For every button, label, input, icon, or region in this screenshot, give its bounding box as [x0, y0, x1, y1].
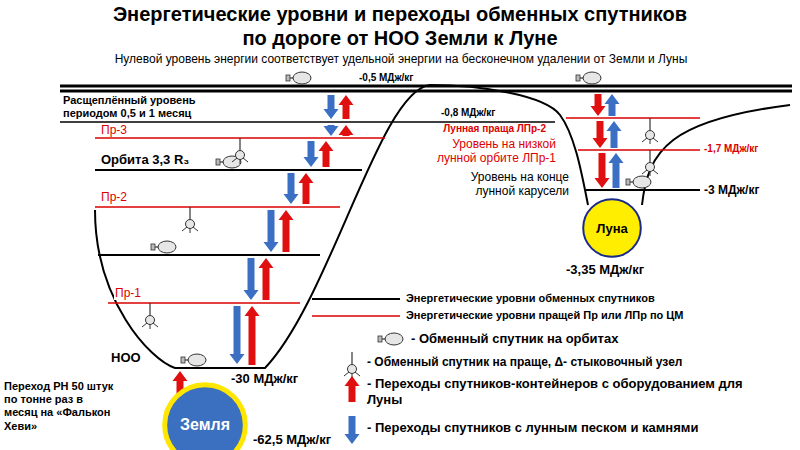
equipment-transfer-arrow	[299, 173, 314, 204]
legend-text: - Обменный спутник на праще, Δ- стыковоч…	[366, 355, 683, 369]
legend-text: - Переходы спутников с лунным песком и к…	[366, 420, 699, 436]
energy-value: -1,7 МДж/кг	[703, 143, 760, 155]
level-label: Расщеплённый уровень	[62, 94, 197, 107]
sand-transfer-arrow	[284, 173, 299, 204]
sand-transfer-arrow	[244, 258, 259, 300]
equipment-transfer-arrow	[339, 125, 354, 136]
legend-text: - Обменный спутник на орбитах	[410, 331, 619, 347]
lunar-sling-label: Лунная праща ЛПр-2	[435, 123, 547, 135]
sand-transfer-arrow	[607, 121, 622, 148]
equipment-transfer-arrow	[259, 258, 274, 300]
energy-value: -30 МДж/кг	[230, 371, 299, 387]
orbit-label: НОО	[110, 350, 142, 366]
subtitle-note: Нулевой уровень энергии соответствует уд…	[50, 52, 752, 66]
equipment-transfer-arrow	[319, 141, 334, 167]
sling-level-label: Пр-3	[100, 123, 128, 137]
equipment-transfer-arrow	[279, 210, 294, 252]
energy-value: -3 МДж/кг	[703, 183, 760, 197]
equipment-transfer-arrow	[245, 306, 260, 365]
sand-transfer-arrow	[605, 94, 620, 116]
sling-level-label: Пр-2	[100, 190, 128, 204]
circle-shape	[583, 199, 641, 257]
equipment-transfer-arrow	[593, 121, 608, 148]
circle-shape	[165, 385, 246, 450]
lunar-level-label: Уровень на конце лунной карусели	[448, 170, 570, 199]
earth-circle: Земля	[163, 383, 247, 450]
energy-value: -0,5 МДж/кг	[358, 72, 415, 84]
energy-value: -3,35 МДж/кг	[565, 262, 645, 278]
diagram-title: Энергетические уровни и переходы обменны…	[100, 2, 700, 50]
legend-text: - Переходы спутников-контейнеров с обору…	[366, 376, 768, 407]
potential-curve	[95, 85, 588, 368]
sand-transfer-arrow	[324, 95, 339, 119]
sand-transfer-arrow	[324, 125, 339, 136]
lunar-level-label: Уровень на низкой лунной орбите ЛПр-1	[423, 137, 557, 166]
sand-transfer-arrow	[609, 153, 624, 188]
equipment-transfer-arrow	[591, 94, 606, 116]
legend-text: Энергетические уровни обменных спутников	[405, 292, 656, 305]
legend-text: Энергетические уровни пращей Пр или ЛПр …	[405, 309, 685, 322]
sand-transfer-arrow	[304, 141, 319, 167]
levels	[60, 86, 792, 368]
level-label: периодом 0,5 и 1 месяц	[62, 107, 192, 120]
equipment-transfer-arrow	[339, 95, 354, 119]
node-text: Земля	[180, 416, 230, 434]
energy-value: -0,8 МДж/кг	[440, 107, 497, 119]
sling-level-label: Пр-1	[114, 286, 142, 300]
equipment-transfer-arrow	[595, 153, 610, 188]
node-text: Луна	[596, 221, 627, 236]
sand-transfer-arrow	[345, 416, 360, 444]
energy-value: -62,5 МДж/кг	[252, 432, 332, 448]
equipment-transfer-arrow	[345, 376, 360, 402]
orbit-label: Орбита 3,3 R₃	[100, 152, 190, 168]
sand-transfer-arrow	[230, 306, 245, 364]
launch-note: Переход РН 50 штук по тонне раз в месяц …	[3, 380, 117, 433]
sand-transfer-arrow	[264, 210, 279, 252]
moon-circle: Луна	[582, 198, 642, 258]
